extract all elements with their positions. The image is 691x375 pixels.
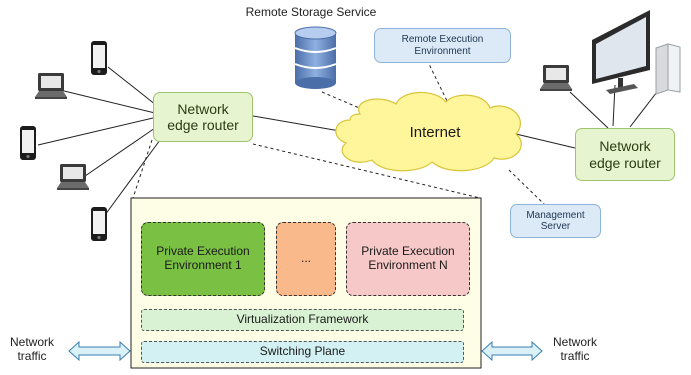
remote-storage-text: Remote Storage Service	[245, 5, 377, 19]
right-router-line1: Network	[599, 138, 651, 155]
right-router-line2: edge router	[589, 154, 661, 171]
database-icon	[294, 26, 337, 89]
management-server-box: Management Server	[510, 204, 601, 238]
remote-execution-line1: Remote Execution	[401, 34, 484, 45]
internet-text: Internet	[409, 124, 461, 141]
laptop-icon	[57, 164, 89, 190]
left-edge-router: Network edge router	[153, 92, 253, 142]
laptop-icon	[540, 65, 572, 91]
smartphone-icon	[91, 41, 107, 75]
pen-line1: Private Execution	[361, 244, 455, 259]
double-arrow-icon	[68, 340, 131, 362]
remote-execution-line2: Environment	[414, 45, 471, 57]
smartphone-icon	[20, 126, 36, 160]
virtualization-framework-bar: Virtualization Framework	[141, 309, 464, 331]
game-console-icon	[655, 43, 681, 95]
private-execution-environment-n: Private Execution Environment N	[346, 222, 470, 296]
remote-storage-label: Remote Storage Service	[221, 5, 401, 20]
left-router-line1: Network	[177, 100, 229, 117]
pe1-line2: Environment 1	[164, 258, 242, 272]
switching-plane-bar: Switching Plane	[141, 341, 464, 363]
ellipsis-text: ...	[300, 251, 311, 266]
right-traffic-line2: traffic	[560, 348, 590, 363]
double-arrow-icon	[481, 340, 543, 362]
left-traffic-label: Network traffic	[2, 335, 62, 364]
management-line1: Management	[526, 209, 585, 221]
private-execution-ellipsis: ...	[276, 222, 336, 296]
right-traffic-line1: Network	[552, 335, 597, 349]
left-traffic-line1: Network	[9, 335, 54, 349]
left-traffic-line2: traffic	[17, 348, 47, 363]
pen-line2: Environment N	[368, 258, 448, 272]
internet-label: Internet	[395, 124, 475, 141]
remote-execution-box: Remote Execution Environment	[374, 28, 511, 63]
virtualization-text: Virtualization Framework	[236, 312, 369, 327]
pe1-line1: Private Execution	[156, 244, 250, 259]
switching-text: Switching Plane	[259, 344, 346, 359]
private-execution-environment-1: Private Execution Environment 1	[141, 222, 265, 296]
management-line2: Server	[540, 221, 571, 232]
monitor-icon	[592, 10, 650, 94]
left-router-line2: edge router	[167, 117, 239, 133]
laptop-icon	[35, 73, 67, 99]
right-traffic-label: Network traffic	[545, 335, 605, 364]
dashed-links	[132, 59, 546, 206]
smartphone-icon	[91, 207, 107, 241]
cloud-icon	[335, 91, 522, 172]
right-edge-router: Network edge router	[575, 128, 675, 181]
